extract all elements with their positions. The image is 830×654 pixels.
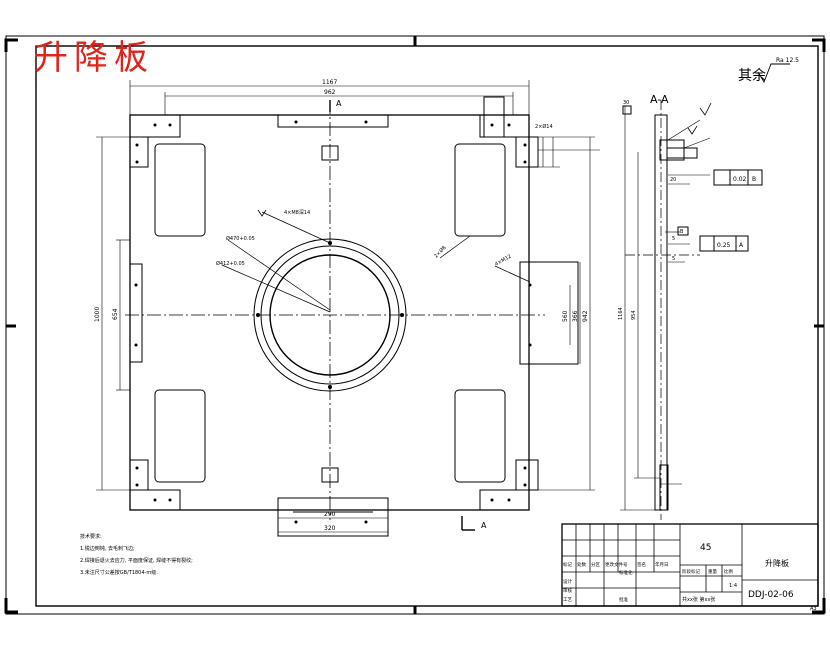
notes-heading: 技术要求:	[80, 533, 102, 540]
section-view	[620, 63, 790, 520]
roughness-value: Ra 12.5	[776, 57, 799, 64]
section-marker-top: A	[336, 99, 342, 108]
inner-frame	[35, 45, 819, 607]
plate-outline	[129, 114, 530, 511]
tb-process: 工艺	[563, 597, 572, 603]
section-label: A-A	[650, 93, 669, 106]
tb-review: 审核	[563, 587, 572, 594]
callout-holes-side: 4×M12	[494, 254, 513, 268]
title-block	[561, 523, 819, 607]
sec-tol2: 0.25	[717, 242, 731, 249]
dim-inner-width: 962	[324, 89, 336, 96]
dim-right-b: 366	[572, 310, 579, 322]
tb-stage: 阶段标记	[682, 568, 700, 575]
tb-standard: 标准化	[619, 569, 633, 576]
tb-h0: 标记	[563, 561, 572, 568]
tb-design: 设计	[563, 578, 572, 585]
tb-h5: 年月日	[655, 561, 669, 568]
callout-dia2: Ø412+0.05	[216, 260, 245, 267]
sec-h1: 1164	[618, 307, 624, 320]
callout-small-hole: 2×Ø8	[432, 244, 447, 259]
note-1: 1.锐边倒钝, 去毛刺飞边;	[80, 545, 135, 552]
tb-scale: 1:4	[729, 583, 737, 589]
tb-part-name: 升降板	[765, 558, 789, 568]
tb-sheet-info: 共xx张 第xx张	[682, 596, 715, 603]
tb-h1: 处数	[577, 561, 586, 568]
plan-view	[96, 80, 600, 537]
dim-inner-height: 654	[112, 308, 119, 320]
dim-right-a: 560	[562, 310, 569, 322]
roughness-note: 其余	[738, 67, 766, 84]
dim-overall-height: 1000	[94, 307, 101, 322]
tb-h2: 分区	[591, 561, 600, 568]
dim-slot-w1: 290	[324, 511, 336, 518]
tb-approve: 批准	[619, 596, 628, 603]
tb-weight: 重量	[708, 568, 717, 575]
sec-h2: 954	[631, 310, 637, 320]
sec-tol1: 0.02	[733, 176, 747, 183]
sec-d2: 5	[672, 256, 675, 262]
dim-overall-width: 1167	[322, 79, 337, 86]
sec-dim-t1: 20	[670, 177, 676, 183]
sec-ref2: A	[739, 242, 744, 249]
callout-holes-top: 2×Ø14	[535, 123, 553, 130]
outer-frame	[5, 35, 825, 615]
dim-slot-w2: 320	[324, 525, 336, 532]
tb-h3: 更改文件号	[605, 561, 628, 568]
dim-right-c: 942	[582, 310, 589, 322]
note-3: 3.未注尺寸公差按GB/T1804-m级.	[80, 569, 158, 576]
callout-bolt-circle: 4×M8深14	[284, 209, 310, 216]
corner-marks	[4, 36, 826, 614]
sec-ref1: B	[752, 176, 756, 183]
sec-d1: 5	[672, 236, 675, 242]
tb-h4: 签名	[637, 561, 646, 568]
callout-dia1: Ø470+0.05	[226, 235, 255, 242]
sec-dim-top: 30	[623, 100, 629, 106]
sec-datum-b: B	[680, 229, 684, 235]
red-title: 升降板	[34, 38, 154, 78]
section-marker-bottom: A	[481, 521, 487, 530]
tb-material: 45	[700, 543, 711, 553]
tb-ratio: 比例	[724, 568, 733, 575]
note-2: 2.焊接后退火去应力, 平面度保证, 焊缝不得有裂纹;	[80, 557, 193, 564]
sheet-size: A3	[810, 606, 817, 612]
tb-drawing-no: DDJ-02-06	[748, 590, 794, 600]
